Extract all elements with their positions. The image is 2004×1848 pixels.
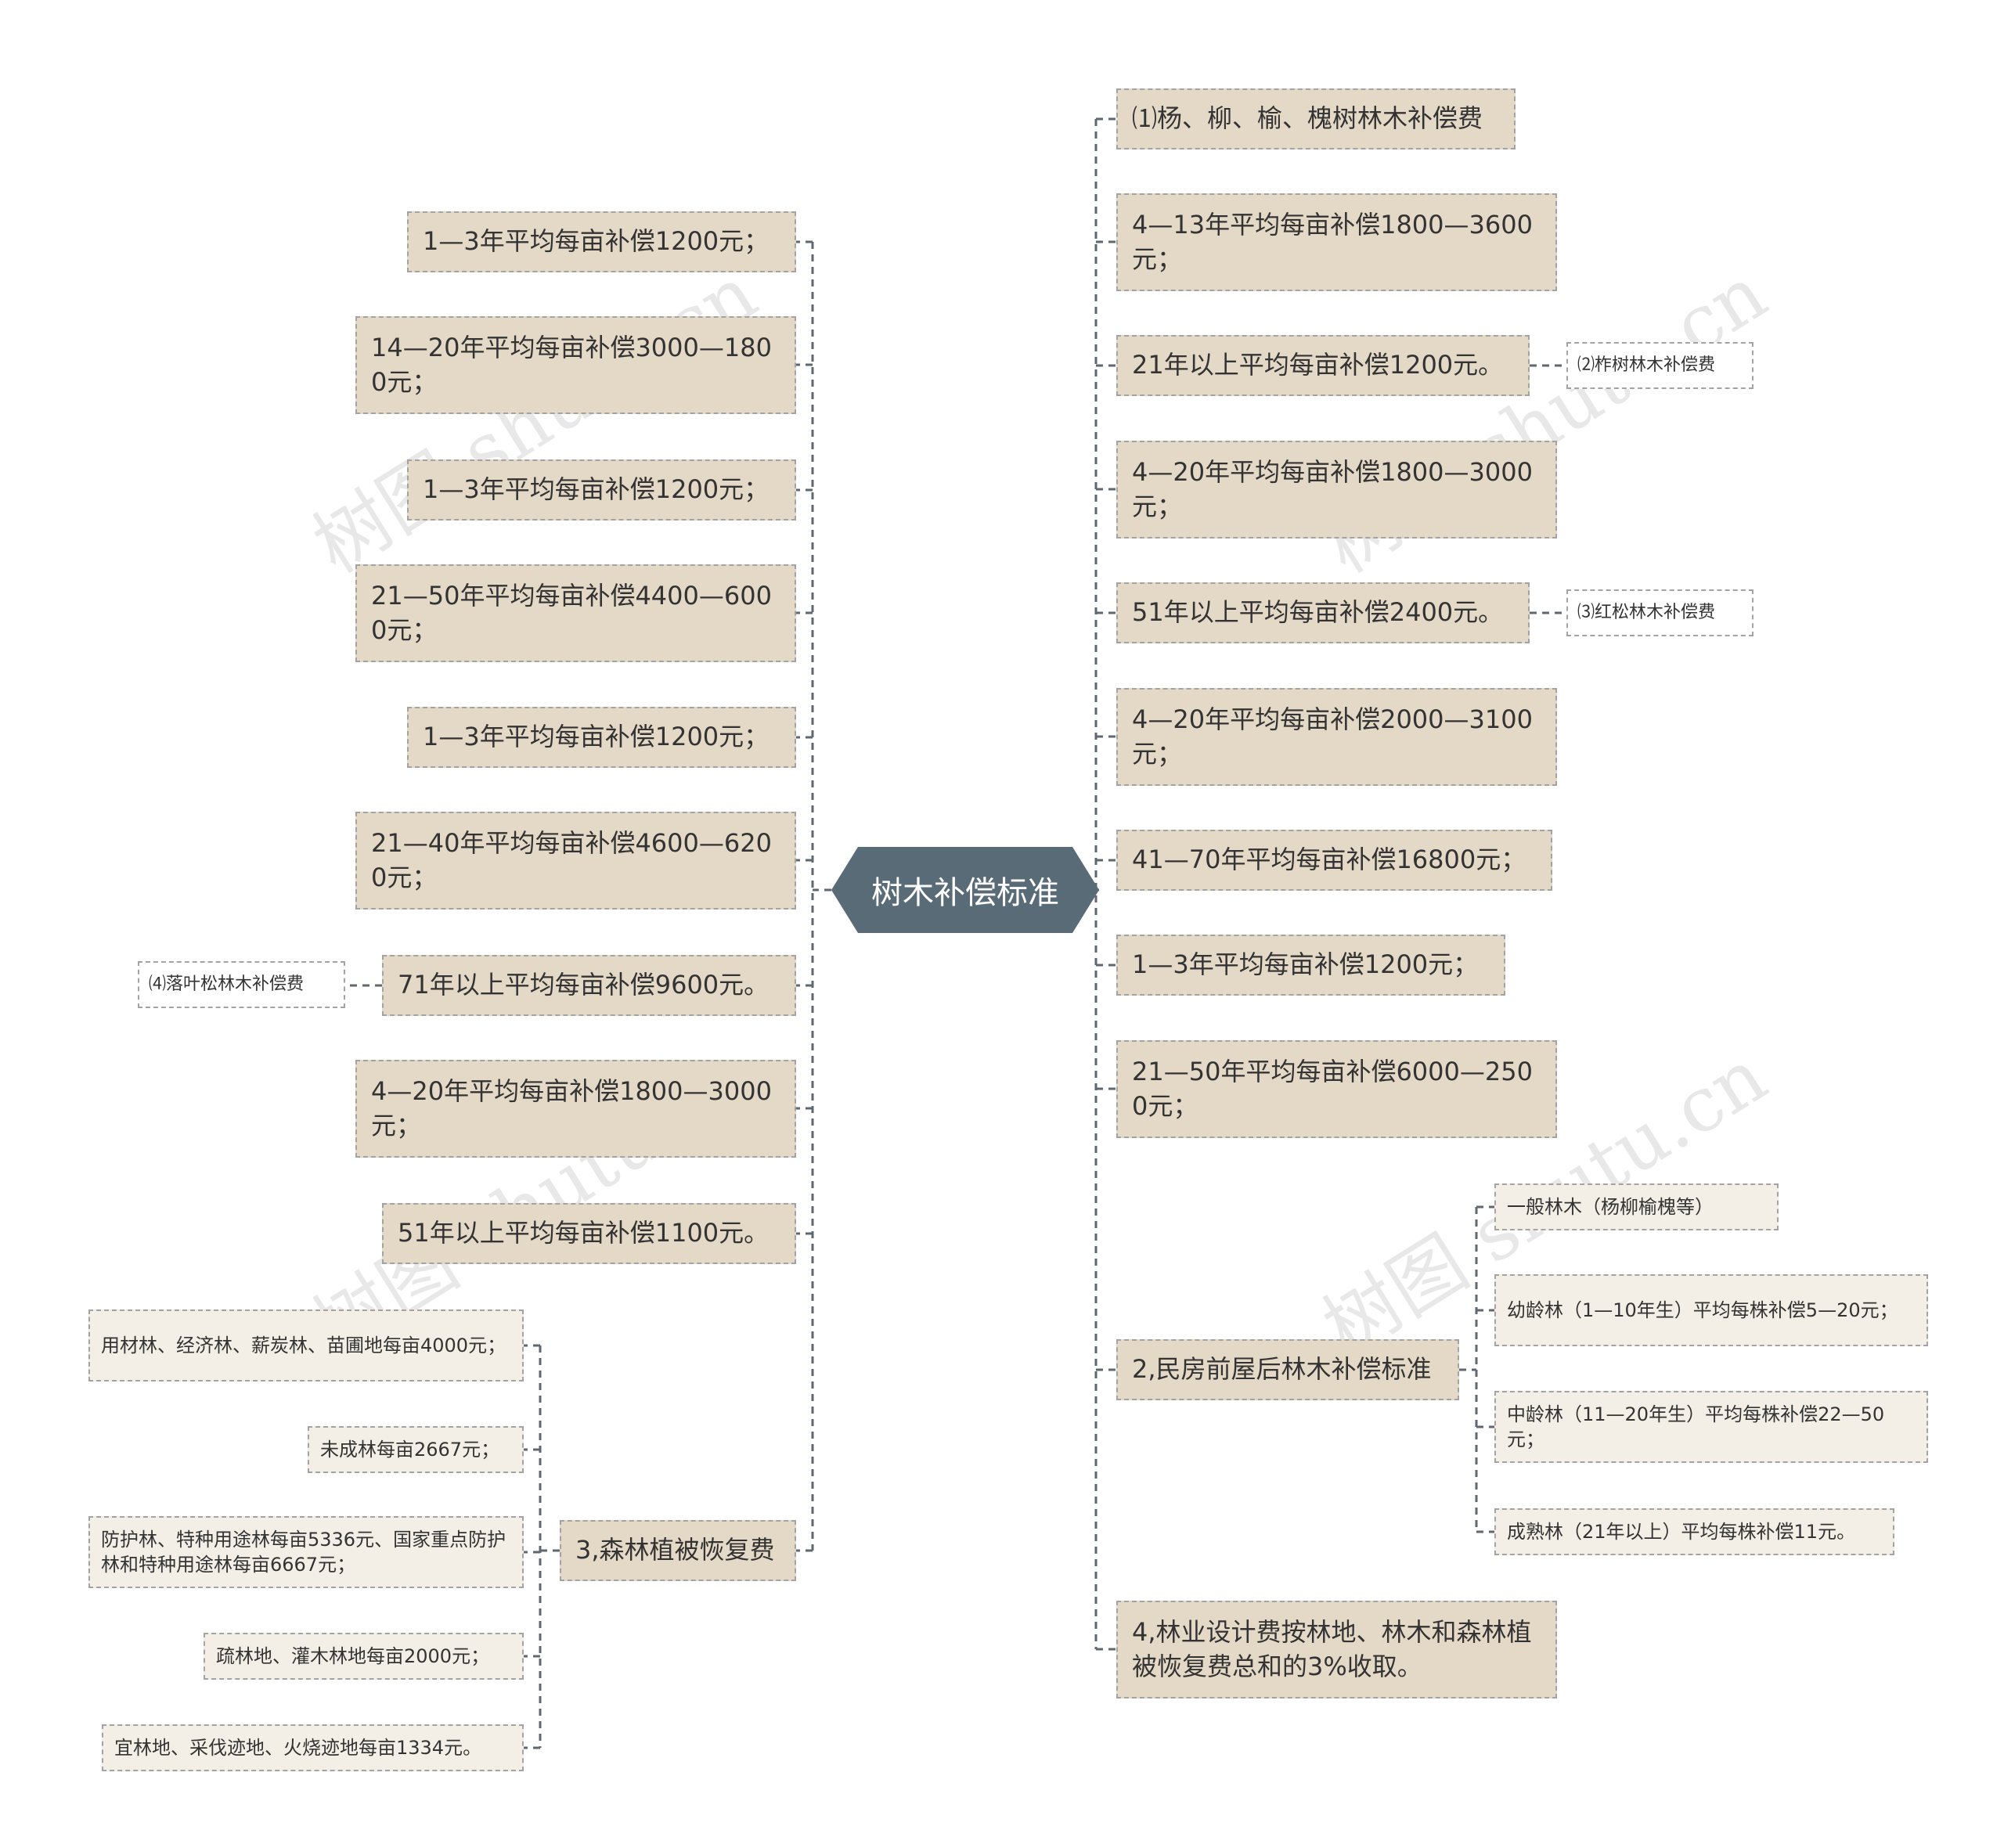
left-node[interactable]: 4—20年平均每亩补偿1800—3000元；	[355, 1060, 796, 1158]
right-node[interactable]: 21—50年平均每亩补偿6000—2500元；	[1116, 1040, 1557, 1138]
right-node[interactable]: ⑴杨、柳、榆、槐树林木补偿费	[1116, 88, 1516, 149]
right-node[interactable]: 1—3年平均每亩补偿1200元；	[1116, 935, 1505, 996]
house-tree-item[interactable]: 一般林木（杨柳榆槐等）	[1494, 1183, 1779, 1230]
left-node[interactable]: 51年以上平均每亩补偿1100元。	[382, 1203, 796, 1264]
right-node[interactable]: 4—13年平均每亩补偿1800—3600元；	[1116, 193, 1557, 291]
right-node[interactable]: 51年以上平均每亩补偿2400元。	[1116, 582, 1530, 643]
left-node[interactable]: 14—20年平均每亩补偿3000—1800元；	[355, 316, 796, 414]
right-node[interactable]: 41—70年平均每亩补偿16800元；	[1116, 830, 1552, 891]
forest-restoration-node[interactable]: 3,森林植被恢复费	[560, 1520, 796, 1581]
forest-fee-item[interactable]: 未成林每亩2667元；	[308, 1426, 524, 1473]
house-tree-item[interactable]: 中龄林（11—20年生）平均每株补偿22—50元；	[1494, 1391, 1928, 1463]
forest-fee-item[interactable]: 防护林、特种用途林每亩5336元、国家重点防护林和特种用途林每亩6667元；	[88, 1516, 524, 1588]
design-fee-node[interactable]: 4,林业设计费按林地、林木和森林植被恢复费总和的3%收取。	[1116, 1601, 1557, 1699]
root-topic[interactable]: 树木补偿标准	[831, 847, 1099, 933]
left-node[interactable]: 1—3年平均每亩补偿1200元；	[407, 459, 796, 521]
left-node[interactable]: 21—40年平均每亩补偿4600—6200元；	[355, 812, 796, 910]
house-tree-item[interactable]: 幼龄林（1—10年生）平均每株补偿5—20元；	[1494, 1274, 1928, 1346]
right-node[interactable]: 4—20年平均每亩补偿2000—3100元；	[1116, 688, 1557, 786]
forest-fee-item[interactable]: 用材林、经济林、薪炭林、苗圃地每亩4000元；	[88, 1309, 524, 1381]
korean-pine-label[interactable]: ⑶红松林木补偿费	[1566, 589, 1754, 636]
left-node[interactable]: 1—3年平均每亩补偿1200元；	[407, 707, 796, 768]
left-node[interactable]: 1—3年平均每亩补偿1200元；	[407, 211, 796, 272]
left-node[interactable]: 71年以上平均每亩补偿9600元。	[382, 955, 796, 1016]
larch-label[interactable]: ⑷落叶松林木补偿费	[138, 961, 345, 1008]
oak-label[interactable]: ⑵柞树林木补偿费	[1566, 342, 1754, 389]
left-node[interactable]: 21—50年平均每亩补偿4400—6000元；	[355, 564, 796, 662]
forest-fee-item[interactable]: 疏林地、灌木林地每亩2000元；	[204, 1633, 524, 1680]
right-node[interactable]: 4—20年平均每亩补偿1800—3000元；	[1116, 441, 1557, 539]
right-node[interactable]: 21年以上平均每亩补偿1200元。	[1116, 335, 1530, 396]
house-trees-node[interactable]: 2,民房前屋后林木补偿标准	[1116, 1339, 1459, 1400]
house-tree-item[interactable]: 成熟林（21年以上）平均每株补偿11元。	[1494, 1508, 1894, 1555]
forest-fee-item[interactable]: 宜林地、采伐迹地、火烧迹地每亩1334元。	[102, 1724, 524, 1771]
